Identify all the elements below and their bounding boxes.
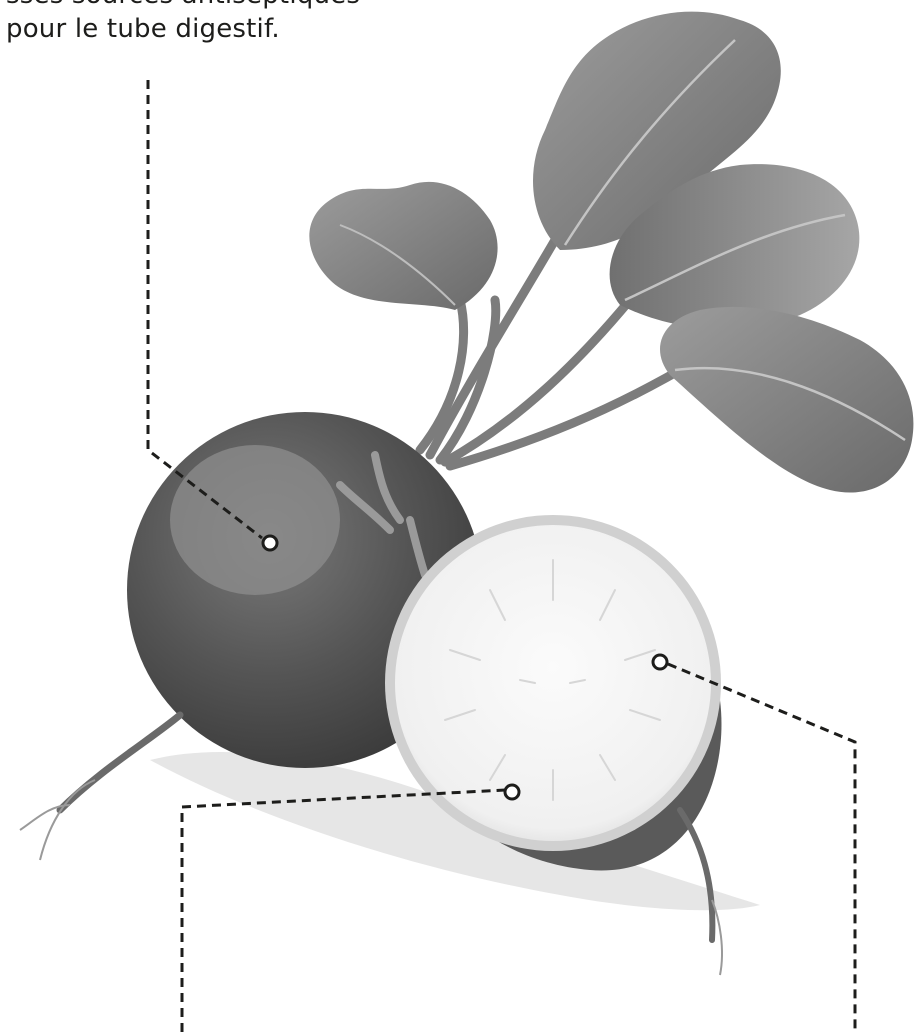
leaves bbox=[309, 12, 913, 493]
flesh-right-callout-marker bbox=[653, 655, 667, 669]
flesh-center-callout-marker bbox=[505, 785, 519, 799]
leaf-lower bbox=[660, 307, 913, 493]
skin-callout-marker bbox=[263, 536, 277, 550]
leaf-left bbox=[309, 182, 497, 310]
